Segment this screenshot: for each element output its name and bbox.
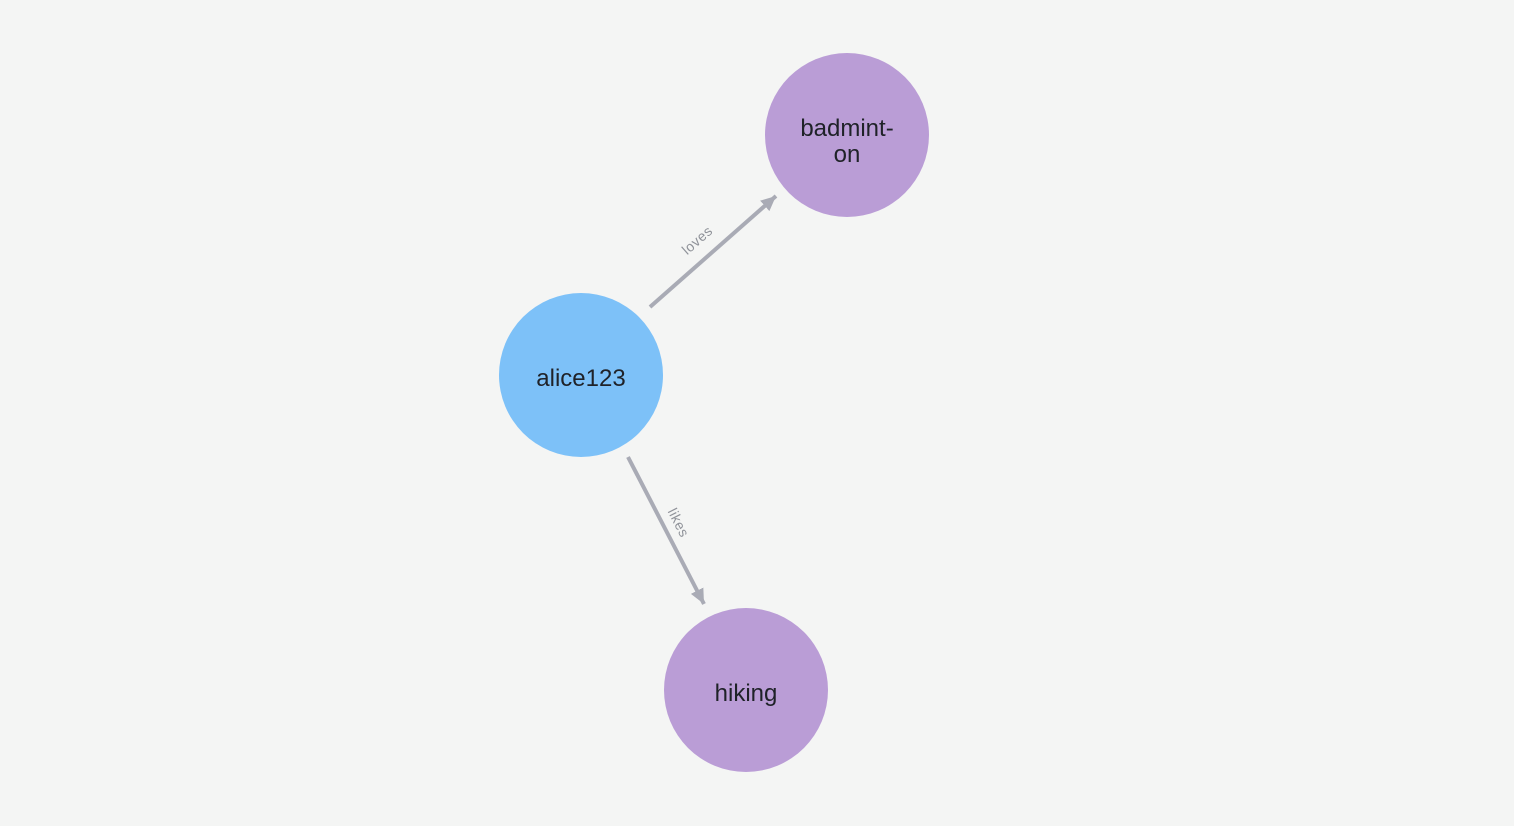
node-circle[interactable] bbox=[664, 608, 828, 772]
node-label-line2: on bbox=[834, 141, 861, 168]
node-label: alice123 bbox=[536, 365, 625, 392]
edge-line[interactable] bbox=[648, 194, 778, 309]
node-label-line1: badmint- bbox=[800, 115, 893, 142]
node-label: hiking bbox=[715, 680, 778, 707]
node-hiking[interactable]: hiking bbox=[664, 608, 828, 772]
edge-line[interactable] bbox=[626, 456, 706, 605]
node-circle[interactable] bbox=[765, 53, 929, 217]
node-circle[interactable] bbox=[499, 293, 663, 457]
node-badminton[interactable]: badmint- on bbox=[765, 53, 929, 217]
node-alice123[interactable]: alice123 bbox=[499, 293, 663, 457]
